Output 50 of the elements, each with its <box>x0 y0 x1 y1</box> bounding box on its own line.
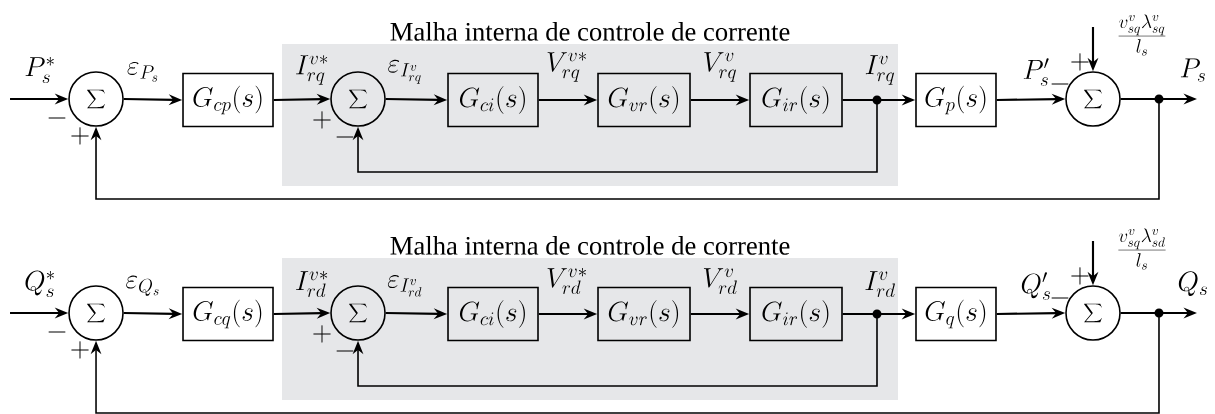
arrow <box>90 312 1160 414</box>
signal-label: $\varepsilon_{I^v_{rq}}$ <box>388 59 421 84</box>
sign-label: $+$ <box>313 111 331 129</box>
summing-junction: $\sum$ <box>68 285 124 341</box>
summing-junction: $\sum$ <box>330 285 386 341</box>
transfer-function-box: $G_{cp}(s)$ <box>182 72 274 128</box>
signal-label: $I^{v*}_{rq}$ <box>296 55 328 85</box>
signal-label: $V^{v*}_{rq}$ <box>547 52 586 82</box>
arrow <box>90 98 1160 200</box>
sign-label: $+$ <box>71 341 89 359</box>
band-heading: Malha interna de controle de corrente <box>390 236 790 255</box>
transfer-function-box: $G_{ci}(s)$ <box>447 72 539 128</box>
transfer-function-box: $G_{cq}(s)$ <box>182 286 274 342</box>
signal-label: $\varepsilon_{Q_s}$ <box>126 275 159 296</box>
sign-label: $+$ <box>313 325 331 343</box>
transfer-function-box: $G_p(s)$ <box>915 72 997 128</box>
sign-label: $+$ <box>71 127 89 145</box>
arrow <box>352 313 878 387</box>
signal-label: $P_s$ <box>1180 58 1205 82</box>
sign-label: $-$ <box>336 350 354 352</box>
transfer-function-box: $G_{ir}(s)$ <box>749 72 843 128</box>
sign-label: $-$ <box>1051 297 1069 299</box>
disturbance-term: $\frac{v^v_{sq}\lambda^v_{sd}}{l_s}$ <box>1118 228 1166 270</box>
transfer-function-box: $G_q(s)$ <box>915 286 997 342</box>
band-heading: Malha interna de controle de corrente <box>390 22 790 41</box>
summing-junction: $\sum$ <box>330 71 386 127</box>
sign-label: $-$ <box>1051 83 1069 85</box>
signal-label: $V^v_{rq}$ <box>704 52 736 82</box>
signal-label: $Q_s$ <box>1178 271 1207 297</box>
signal-label: $P'_s$ <box>1023 58 1049 86</box>
transfer-function-box: $G_{ci}(s)$ <box>447 286 539 342</box>
signal-label: $\varepsilon_{I^v_{rd}}$ <box>387 275 422 297</box>
summing-junction: $\sum$ <box>68 71 124 127</box>
signal-label: $\varepsilon_{P_s}$ <box>127 61 158 82</box>
disturbance-term: $\frac{v^v_{sq}\lambda^v_{sq}}{l_s}$ <box>1118 14 1166 56</box>
signal-label: $I^v_{rq}$ <box>865 55 895 85</box>
transfer-function-box: $G_{vr}(s)$ <box>597 286 691 342</box>
transfer-function-box: $G_{vr}(s)$ <box>597 72 691 128</box>
signal-label: $Q_s^*$ <box>25 270 54 298</box>
signal-label: $Q'_s$ <box>1021 272 1050 300</box>
signal-label: $I^{v*}_{rd}$ <box>296 271 328 298</box>
sign-label: $+$ <box>1071 267 1089 285</box>
signal-label: $P_s^*$ <box>25 57 54 84</box>
sign-label: $-$ <box>336 136 354 138</box>
sign-label: $+$ <box>1071 53 1089 71</box>
signal-label: $I^v_{rd}$ <box>865 271 895 298</box>
transfer-function-box: $G_{ir}(s)$ <box>749 286 843 342</box>
arrow <box>352 99 878 173</box>
signal-label: $V^{v*}_{rd}$ <box>547 268 586 295</box>
signal-label: $V^v_{rd}$ <box>703 268 737 295</box>
